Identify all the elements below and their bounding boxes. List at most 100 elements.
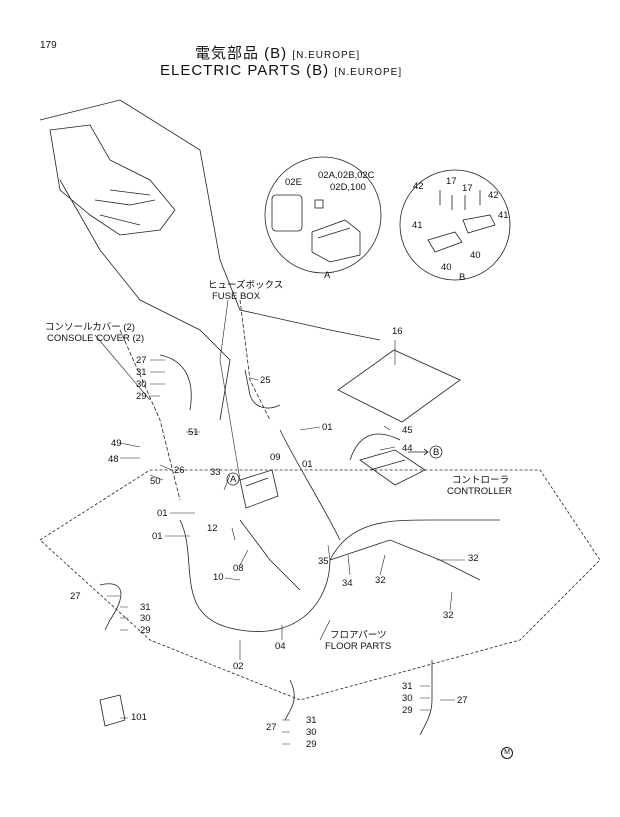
- part-40a: 40: [441, 262, 452, 273]
- detail-b-bolts: [439, 190, 481, 210]
- part-16: 16: [392, 326, 403, 337]
- part-26: 26: [174, 465, 185, 476]
- part-02d100: 02D,100: [330, 182, 366, 193]
- part-29c: 29: [306, 739, 317, 750]
- part-30b: 30: [140, 613, 151, 624]
- detail-a-small: [314, 199, 324, 209]
- dash-line-2: [239, 299, 271, 421]
- engine-detail: [94, 189, 156, 226]
- title-japanese: 電気部品 (B) [N.EUROPE]: [195, 42, 360, 63]
- controller-label-en: CONTROLLER: [447, 486, 512, 497]
- part-02e: 02E: [285, 177, 302, 188]
- part-29a: 29: [136, 391, 147, 402]
- harness-branch-1: [329, 539, 481, 581]
- part-31c: 31: [306, 715, 317, 726]
- part-01b: 01: [302, 459, 313, 470]
- part-27a: 27: [136, 355, 147, 366]
- floor-parts-label-en: FLOOR PARTS: [325, 641, 392, 652]
- floor-plate-outline: [39, 469, 601, 701]
- part-29d: 29: [402, 705, 413, 716]
- leaders: [94, 299, 465, 745]
- part-32a: 32: [375, 575, 386, 586]
- detail-b-bracket-2: [462, 214, 496, 234]
- detail-b-label: B: [459, 272, 466, 283]
- part-17b: 17: [462, 183, 473, 194]
- part-31d: 31: [402, 681, 413, 692]
- ground-wire-left: [99, 583, 122, 631]
- part-44: 44: [402, 443, 413, 454]
- controller-label-ja: コントローラ: [452, 475, 510, 486]
- upper-frame-2: [59, 179, 231, 421]
- part-02: 02: [233, 661, 244, 672]
- a-circle: [226, 472, 240, 486]
- title-english: ELECTRIC PARTS (B) [N.EUROPE]: [160, 62, 402, 79]
- part-04: 04: [275, 641, 286, 652]
- part-01c: 01: [157, 508, 168, 519]
- title-variant: [N.EUROPE]: [292, 50, 361, 61]
- part-17a: 17: [446, 176, 457, 187]
- part-30c: 30: [306, 727, 317, 738]
- part-29b: 29: [140, 625, 151, 636]
- part-01a: 01: [322, 422, 333, 433]
- ground-wire-top: [159, 354, 192, 411]
- ground-wire-25: [244, 369, 281, 409]
- dash-line-1: [119, 329, 181, 501]
- ground-wire-bottom: [284, 679, 295, 721]
- part-42b: 42: [488, 190, 499, 201]
- b-arrow-circle: [429, 445, 443, 459]
- title-variant-en: [N.EUROPE]: [334, 67, 403, 78]
- page-number: 179: [40, 40, 57, 51]
- part-35: 35: [318, 556, 329, 567]
- part-48: 48: [108, 454, 119, 465]
- part-33: 33: [210, 467, 221, 478]
- main-harness: [179, 519, 500, 632]
- part-27c: 27: [266, 722, 277, 733]
- part-50: 50: [150, 476, 161, 487]
- part-45: 45: [402, 425, 413, 436]
- b-arrow: [408, 448, 429, 456]
- part-02abc: 02A,02B,02C: [318, 170, 375, 181]
- part-10: 10: [213, 572, 224, 583]
- part-31b: 31: [140, 602, 151, 613]
- part-34: 34: [342, 578, 353, 589]
- part-30d: 30: [402, 693, 413, 704]
- detail-a-bracket: [271, 194, 303, 232]
- ground-wire-right: [419, 660, 433, 736]
- controller-sheet: [337, 349, 461, 423]
- fuse-box: [239, 469, 279, 509]
- part-12: 12: [207, 523, 218, 534]
- part-27d: 27: [457, 695, 468, 706]
- engine-sketch: [49, 124, 176, 236]
- part-27b: 27: [70, 591, 81, 602]
- detail-b-bracket-1: [427, 231, 463, 253]
- detail-a-label: A: [324, 270, 331, 281]
- part-101: 101: [131, 712, 147, 723]
- harness-controller: [349, 433, 401, 461]
- controller-unit: [359, 449, 426, 486]
- part-32b: 32: [468, 553, 479, 564]
- arrow-a-label: A: [230, 474, 237, 485]
- floor-parts-label-ja: フロアパーツ: [330, 630, 387, 641]
- detail-circle-a: [264, 156, 382, 274]
- harness-branch-2: [239, 519, 301, 591]
- upper-frame: [39, 99, 381, 341]
- title-en-text: ELECTRIC PARTS (B): [160, 62, 330, 79]
- arrow-b-label: B: [433, 447, 440, 458]
- console-cover-label-ja: コンソールカバー (2): [45, 322, 135, 333]
- harness-branch-3: [279, 429, 341, 541]
- part-41a: 41: [412, 220, 423, 231]
- fuse-box-label-ja: ヒューズボックス: [208, 280, 284, 291]
- part-40b: 40: [470, 250, 481, 261]
- part-32c: 32: [443, 610, 454, 621]
- part-25: 25: [260, 375, 271, 386]
- fuse-box-label-en: FUSE BOX: [212, 291, 261, 302]
- part-30a: 30: [136, 379, 147, 390]
- part-41b: 41: [498, 210, 509, 221]
- part-51: 51: [188, 427, 199, 438]
- part-01d: 01: [152, 531, 163, 542]
- console-cover-label-en: CONSOLE COVER (2): [47, 333, 145, 344]
- part-09: 09: [270, 452, 281, 463]
- part-31a: 31: [136, 367, 147, 378]
